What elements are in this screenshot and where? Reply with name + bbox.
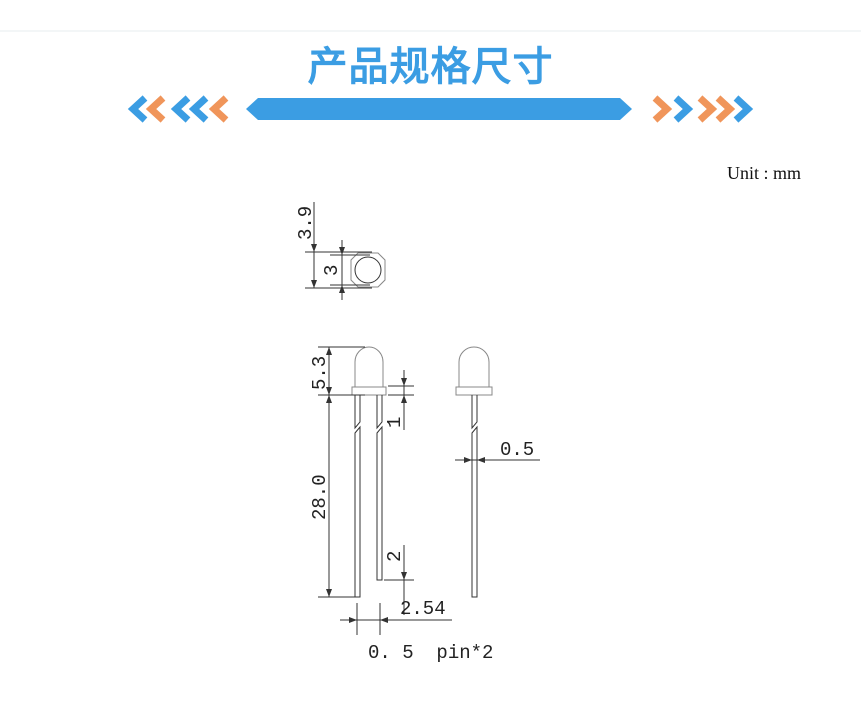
dim-flange-thickness: 1 [384, 417, 406, 428]
pin-note: 0. 5 pin*2 [368, 642, 493, 664]
dim-dome-height: 5.3 [309, 356, 331, 390]
led-side-view [455, 346, 540, 598]
led-top-view [305, 202, 386, 300]
dim-lead-length: 28.0 [309, 474, 331, 520]
dim-lead-offset: 2 [384, 551, 406, 562]
unit-label: Unit : mm [727, 163, 802, 183]
left-chevrons-icon [127, 95, 229, 123]
dim-top-diameter: 3.9 [295, 206, 317, 240]
dimension-arrows [311, 244, 485, 623]
dim-top-inner: 3 [321, 265, 343, 276]
top-divider [0, 30, 861, 32]
led-front-view [318, 346, 452, 635]
dim-lead-width: 0.5 [500, 439, 534, 461]
banner-bar [246, 98, 632, 120]
dim-pitch: 2.54 [400, 598, 446, 620]
page-title: 产品规格尺寸 [307, 44, 554, 90]
right-chevrons-icon [652, 95, 754, 123]
